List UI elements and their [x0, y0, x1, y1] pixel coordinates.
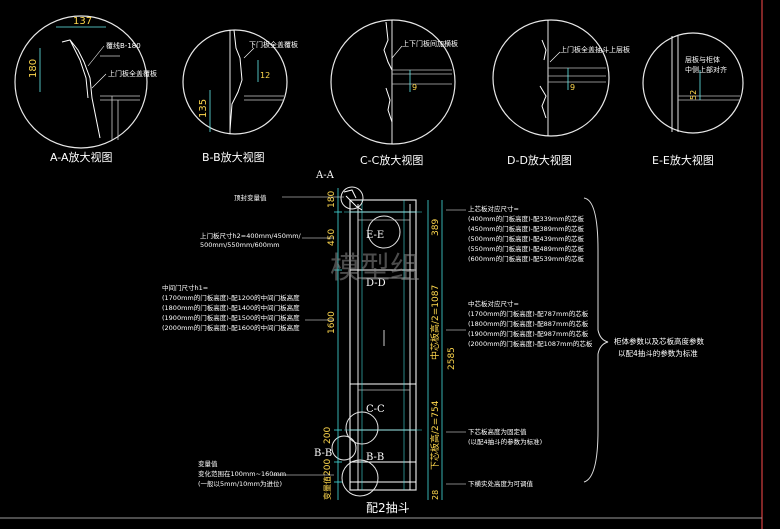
note-bottom-1: 变化范围在100mm~160mm	[198, 469, 286, 478]
right-dimension-chain: 389 中芯板高/2=1087 2585 下芯板高/2=754 28	[427, 200, 457, 500]
dim-label: 52	[689, 90, 698, 100]
dim-low-panel: 下芯板高/2=754	[429, 400, 441, 470]
note-upper-door-1: 上门板尺寸h2=400mm/450mm/	[200, 231, 302, 240]
dim-1600: 1600	[327, 311, 337, 334]
brace-note-0: 柜体参数以及芯板高度参数	[614, 336, 704, 346]
note-middle-4: (2000mm的门板高度)-配1600的中间门板高度	[162, 323, 300, 332]
note-upper-4: (550mm的门板高度)-配489mm的芯板	[468, 244, 585, 253]
mark-ee: E-E	[366, 230, 384, 241]
note-lower-1: (以配4抽斗的参数为标准)	[468, 437, 542, 446]
dim-180: 180	[327, 191, 337, 208]
view-title: C-C放大视图	[360, 153, 423, 167]
dim-450: 450	[327, 229, 337, 246]
detail-view-c: 9 上下门板间加横板 C-C放大视图	[330, 19, 458, 167]
note-bottom-0: 变量值	[198, 459, 218, 468]
note-mid-0: 中芯板对应尺寸=	[468, 299, 519, 308]
dim-label: 9	[412, 83, 417, 92]
note-mid-2: (1800mm的门板高度)-配887mm的芯板	[468, 319, 589, 328]
left-dimension-chain: 180 450 1600 200 200 变量值	[322, 188, 342, 500]
view-circle	[330, 19, 456, 145]
dim-label: 135	[198, 99, 209, 118]
cabinet-elevation	[331, 186, 422, 497]
mark-dd: D-D	[366, 278, 386, 289]
watermark: 模型组	[330, 251, 420, 286]
note-upper-2: (450mm的门板高度)-配389mm的芯板	[468, 224, 585, 233]
bottom-label: 配2抽斗	[366, 501, 410, 515]
detail-view-e: 52 层板与柜体 中侧上部对齐 E-E放大视图	[642, 32, 744, 167]
note-upper-3: (500mm的门板高度)-配439mm的芯板	[468, 234, 585, 243]
dim-200-a: 200	[323, 427, 333, 444]
note-1: 上门板全盖抽斗上层板	[560, 45, 630, 54]
section-label: A-A	[315, 170, 335, 181]
dim-28: 28	[431, 490, 440, 500]
note-1: 覆线B-180	[106, 41, 141, 50]
note-2: 中侧上部对齐	[685, 65, 727, 74]
dim-2585: 2585	[447, 347, 457, 370]
note-mid-4: (2000mm的门板高度)-配1087mm的芯板	[468, 339, 593, 348]
brace	[583, 197, 609, 483]
detail-view-b: 12 135 下门板全盖覆板 B-B放大视图	[182, 29, 298, 164]
dim-variable: 变量值	[322, 476, 332, 500]
view-circle	[14, 15, 148, 149]
view-title: E-E放大视图	[652, 153, 714, 167]
brace-note-1: 以配4抽斗的参数为标准	[618, 348, 698, 358]
svg-text:12: 12	[260, 71, 270, 80]
mark-cc: C-C	[366, 404, 385, 415]
note-upper-1: (400mm的门板高度)-配339mm的芯板	[468, 214, 585, 223]
note-upper-5: (600mm的门板高度)-配539mm的芯板	[468, 254, 585, 263]
note-mid-3: (1900mm的门板高度)-配987mm的芯板	[468, 329, 589, 338]
dim-200-b: 200	[323, 459, 333, 476]
note-middle-1: (1700mm的门板高度)-配1200的中间门板高度	[162, 293, 300, 302]
mark-bb: B-B	[366, 452, 384, 463]
note-bottom-adjust: 下横实处高度为可调值	[468, 479, 534, 488]
mark-bb-left: B-B	[314, 448, 332, 459]
note-2: 上门板全盖覆板	[108, 69, 157, 78]
note-lower-0: 下芯板高度为固定值	[468, 427, 527, 436]
view-circle	[642, 32, 744, 134]
dim-label: 137	[73, 16, 92, 27]
leaders	[272, 196, 466, 485]
view-title: D-D放大视图	[507, 153, 572, 167]
view-circle	[492, 19, 610, 137]
dim-mid-panel: 中芯板高/2=1087	[429, 285, 441, 360]
note-middle-3: (1900mm的门板高度)-配1500的中间门板高度	[162, 313, 300, 322]
note-top: 顶封变量值	[234, 193, 267, 202]
note-1: 层板与柜体	[685, 55, 720, 64]
note-middle-2: (1800mm的门板高度)-配1400的中间门板高度	[162, 303, 300, 312]
dim-389: 389	[431, 219, 441, 236]
view-title: B-B放大视图	[202, 150, 265, 164]
note-upper-0: 上芯板对应尺寸=	[468, 204, 519, 213]
note-mid-1: (1700mm的门板高度)-配787mm的芯板	[468, 309, 589, 318]
view-circle	[182, 29, 288, 135]
detail-view-d: 9 上门板全盖抽斗上层板 D-D放大视图	[492, 19, 630, 167]
note-1: 上下门板间加横板	[402, 39, 458, 48]
note-1: 下门板全盖覆板	[249, 40, 298, 49]
view-title: A-A放大视图	[50, 150, 113, 164]
note-upper-door-2: 500mm/550mm/600mm	[200, 241, 280, 249]
note-bottom-2: (一般以5mm/10mm为进位)	[198, 479, 282, 488]
dim-label: 180	[28, 59, 39, 78]
note-middle-0: 中间门尺寸h1=	[162, 283, 208, 292]
detail-view-a: 137 180 覆线B-180 上门板全盖覆板 A-A放大视图	[14, 15, 157, 164]
dim-label: 9	[570, 83, 575, 92]
